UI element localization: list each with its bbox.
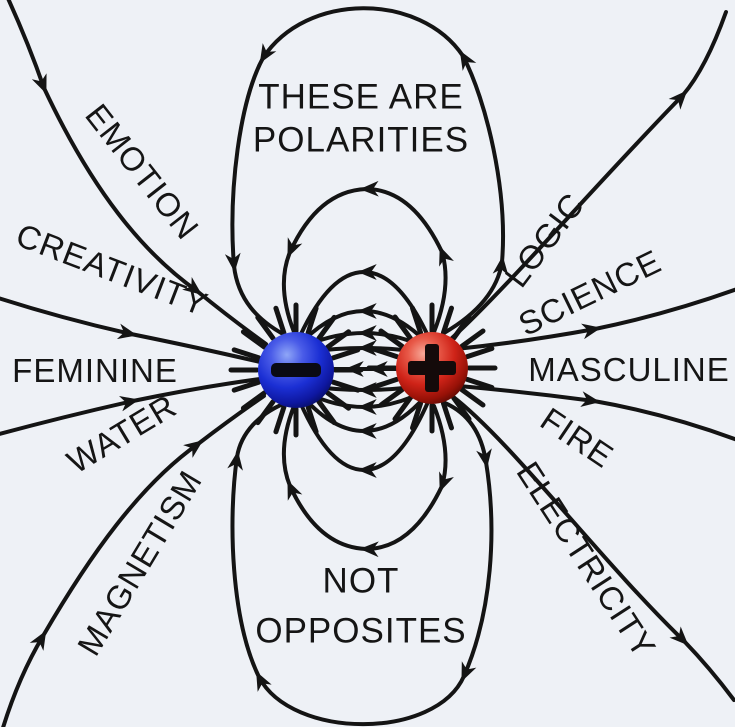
minus-icon [271, 363, 321, 377]
field-spoke [240, 329, 267, 350]
field-spoke [325, 390, 352, 411]
field-spoke [305, 305, 319, 336]
headline-bottom-line2: OPPOSITES [255, 611, 467, 650]
field-spoke [255, 399, 276, 426]
field-arc-lower-3 [302, 396, 426, 439]
field-spoke [273, 305, 287, 336]
field-spoke [410, 400, 424, 431]
headline-top: THESE ARE POLARITIES [253, 76, 469, 161]
label-feminine: FEMININE [12, 352, 178, 389]
headline-top-line2: POLARITIES [252, 120, 470, 159]
headline-top-line1: THESE ARE [258, 77, 464, 117]
field-loop-bottom [227, 401, 494, 726]
field-spoke [464, 346, 495, 360]
field-spoke [240, 390, 267, 411]
headline-bottom: NOT OPPOSITES [255, 556, 466, 655]
field-loop-top [224, 6, 509, 336]
field-spoke [378, 387, 405, 408]
field-spoke [440, 305, 454, 336]
plus-icon-vertical [425, 344, 439, 392]
field-line-fire [457, 384, 735, 442]
field-line-electricity [450, 394, 735, 702]
field-line-water [0, 377, 262, 436]
field-line-logic [450, 10, 728, 340]
field-spoke [369, 376, 400, 390]
field-spoke [316, 314, 337, 341]
field-spoke [392, 314, 413, 341]
field-spoke [231, 347, 262, 361]
field-arc-lower-5 [281, 404, 454, 558]
field-line-creativity [0, 296, 262, 364]
field-arc-upper-2 [305, 325, 423, 347]
field-spoke [459, 387, 486, 408]
field-spoke [451, 314, 472, 341]
field-line-magnetism [1, 394, 266, 727]
field-spoke [459, 328, 486, 349]
field-spoke [369, 346, 400, 360]
label-masculine: MASCULINE [528, 351, 730, 388]
field-line-emotion [6, 0, 268, 346]
field-spoke [440, 400, 454, 431]
field-spoke [330, 347, 361, 361]
field-spoke [255, 314, 276, 341]
headline-bottom-line1: NOT [322, 561, 400, 601]
field-spoke [325, 329, 352, 350]
field-spoke [330, 379, 361, 393]
field-spoke [410, 305, 424, 336]
field-arc-upper-3 [302, 303, 426, 342]
field-arc-lower-2 [305, 391, 423, 415]
negative-pole [258, 332, 334, 408]
field-spoke [273, 404, 287, 435]
positive-pole [396, 332, 468, 404]
field-spoke [451, 395, 472, 422]
field-spoke [392, 395, 413, 422]
field-spoke [231, 379, 262, 393]
field-spoke [305, 404, 319, 435]
field-line-science [454, 287, 735, 351]
field-spoke [464, 376, 495, 390]
charge-spokes [228, 302, 498, 438]
field-spoke [316, 399, 337, 426]
field-spoke [378, 328, 405, 349]
